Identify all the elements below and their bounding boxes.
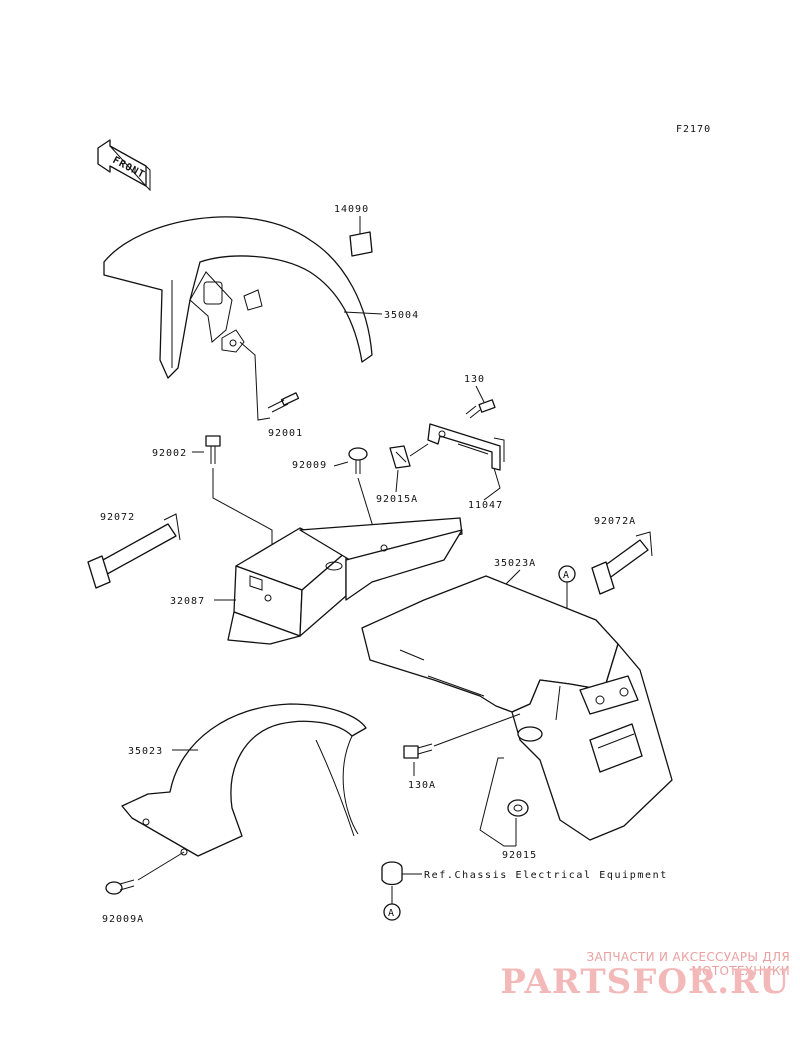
- label-92015A: 92015A: [376, 494, 418, 505]
- watermark-logo: PARTSFOR.RU: [500, 962, 790, 1002]
- bolt-92002: [205, 435, 221, 464]
- label-130A: 130A: [408, 780, 436, 791]
- bolt-130: [465, 399, 496, 419]
- label-11047: 11047: [468, 500, 503, 511]
- label-92009: 92009: [292, 460, 327, 471]
- label-35023: 35023: [128, 746, 163, 757]
- ref-a-bottom-label: A: [388, 908, 395, 919]
- grommet-ref: [381, 861, 403, 886]
- bolt-92001: [267, 392, 300, 413]
- part-14090-sticker: [349, 231, 373, 257]
- label-14090: 14090: [334, 204, 369, 215]
- front-fender-35004: [103, 216, 373, 379]
- strap-92072A: [591, 531, 653, 595]
- bolt-92009A: [105, 879, 135, 895]
- label-92001: 92001: [268, 428, 303, 439]
- watermark-tagline: ЗАПЧАСТИ И АКСЕССУАРЫ ДЛЯ МОТОТЕХНИКИ: [586, 950, 790, 978]
- battery-case-32087: [227, 517, 463, 645]
- reference-note: Ref.Chassis Electrical Equipment: [424, 870, 668, 881]
- grommet-92015: [507, 799, 529, 817]
- label-35023A: 35023A: [494, 558, 536, 569]
- bolt-92009: [348, 447, 368, 474]
- label-92015: 92015: [502, 850, 537, 861]
- bracket-11047: [427, 423, 505, 471]
- label-92009A: 92009A: [102, 914, 144, 925]
- label-32087: 32087: [170, 596, 205, 607]
- strap-92072: [87, 513, 181, 589]
- label-92072A: 92072A: [594, 516, 636, 527]
- bolt-130A: [403, 743, 433, 759]
- label-35004: 35004: [384, 310, 419, 321]
- front-arrow-icon: FRONT: [97, 139, 151, 192]
- label-92072: 92072: [100, 512, 135, 523]
- rear-fender-body: [361, 575, 673, 841]
- figure-code: F2170: [676, 124, 711, 135]
- label-130: 130: [464, 374, 485, 385]
- rear-fender-35023: [121, 703, 367, 857]
- label-92002: 92002: [152, 448, 187, 459]
- clip-92015A: [389, 445, 411, 469]
- reference-a-marker-bottom: A: [383, 886, 401, 921]
- ref-a-top-label: A: [563, 570, 570, 581]
